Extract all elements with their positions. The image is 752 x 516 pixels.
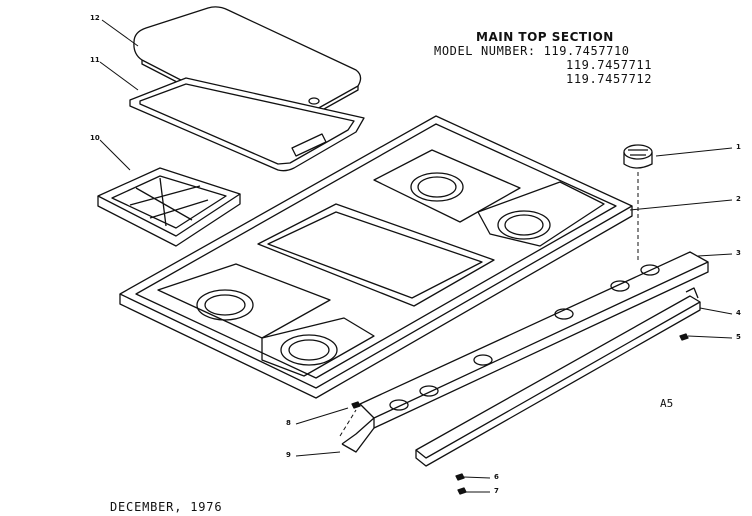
burner-openings	[196, 172, 551, 366]
part-2-main-top-panel	[119, 115, 633, 399]
callout-7: 7	[494, 487, 499, 495]
callout-6: 6	[494, 473, 499, 481]
callout-12: 12	[90, 14, 100, 22]
callout-10: 10	[90, 134, 100, 142]
model-number-3: 119.7457712	[566, 72, 653, 86]
part-11-cover-frame	[129, 77, 365, 172]
callout-5: 5	[736, 333, 741, 341]
callout-4: 4	[736, 309, 741, 317]
part-4-lower-rail	[415, 287, 701, 467]
callout-8: 8	[286, 419, 291, 427]
callout-9: 9	[286, 451, 291, 459]
part-3-control-panel-strip	[341, 251, 709, 453]
model-label: MODEL NUMBER:	[434, 44, 536, 58]
figure-code: A5	[660, 397, 674, 410]
date-label: DECEMBER, 1976	[110, 500, 223, 514]
part-10-burner-grate	[97, 167, 241, 247]
part-1-control-knob	[623, 144, 653, 169]
leader-lines	[99, 19, 733, 493]
assembly-lines	[339, 172, 639, 437]
model-number-2: 119.7457711	[566, 58, 653, 72]
model-number-1: 119.7457710	[543, 44, 630, 58]
callout-1: 1	[736, 143, 741, 151]
section-title: MAIN TOP SECTION	[476, 30, 614, 44]
callout-2: 2	[736, 195, 741, 203]
callout-11: 11	[90, 56, 100, 64]
hardware-screws	[351, 333, 689, 495]
callout-3: 3	[736, 249, 741, 257]
model-number-line: MODEL NUMBER: 119.7457710	[434, 44, 630, 58]
